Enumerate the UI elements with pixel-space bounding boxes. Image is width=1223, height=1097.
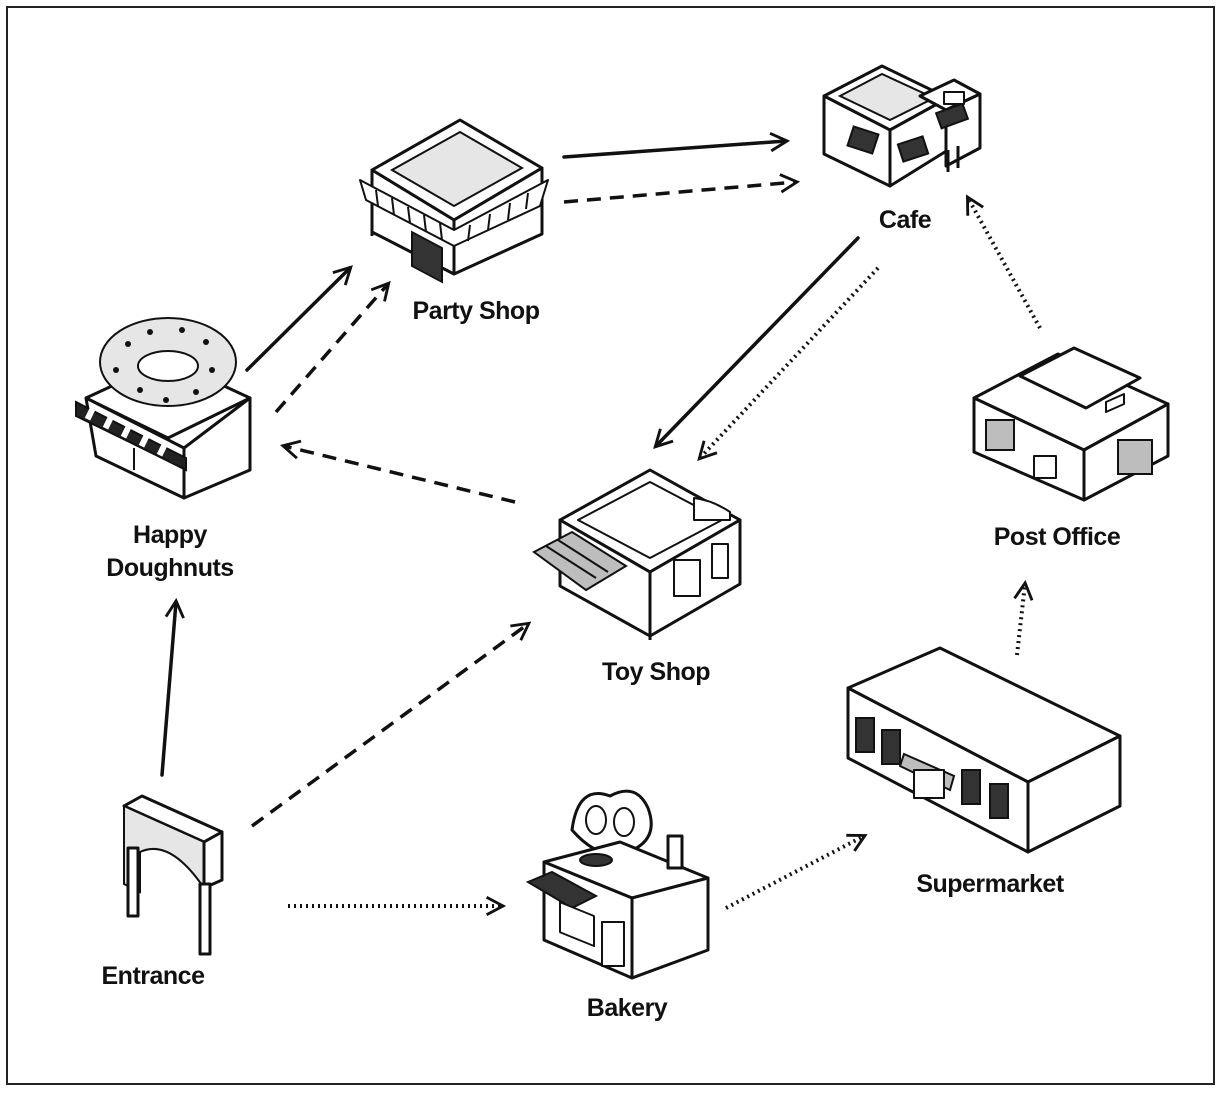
happy-doughnuts-icon [75, 317, 252, 500]
arrow-partyshop-to-cafe-dashed [563, 173, 801, 204]
supermarket-icon [846, 646, 1122, 854]
post-office-icon [972, 346, 1170, 502]
entrance-icon [122, 794, 224, 956]
arrow-doughnuts-to-partyshop-solid [245, 265, 353, 372]
label-cafe: Cafe [879, 206, 932, 234]
label-happy-doughnuts-line1: Happy [133, 521, 208, 549]
route-arrows [160, 132, 1042, 917]
cafe-icon [822, 64, 982, 188]
arrow-cafe-to-toyshop-solid [653, 236, 860, 449]
label-happy-doughnuts-line2: Doughnuts [106, 554, 233, 582]
label-supermarket: Supermarket [916, 870, 1065, 898]
label-toy-shop: Toy Shop [602, 658, 710, 686]
arrow-supermarket-to-postoffice-dotted [1013, 579, 1034, 656]
party-shop-icon [359, 118, 549, 284]
arrow-toyshop-to-doughnuts-dashed [279, 439, 516, 504]
location-labels: Party Shop Cafe Happy Doughnuts Toy Shop… [102, 206, 1122, 1022]
arrow-doughnuts-to-partyshop-dashed [274, 280, 391, 414]
arrow-entrance-to-doughnuts-solid [160, 597, 185, 777]
bakery-icon [525, 789, 710, 980]
arrow-entrance-to-toyshop-dashed [250, 621, 532, 828]
arrow-postoffice-to-cafe-dotted [965, 194, 1042, 329]
diagram-frame [6, 6, 1215, 1085]
arrow-cafe-to-toyshop-dotted [697, 266, 880, 462]
label-post-office: Post Office [994, 523, 1121, 551]
arrow-bakery-to-supermarket-dotted [725, 833, 868, 910]
toy-shop-icon [532, 468, 742, 640]
label-bakery: Bakery [587, 994, 668, 1022]
arrow-partyshop-to-cafe-solid [562, 132, 791, 159]
label-party-shop: Party Shop [413, 297, 540, 325]
label-entrance: Entrance [102, 962, 206, 990]
